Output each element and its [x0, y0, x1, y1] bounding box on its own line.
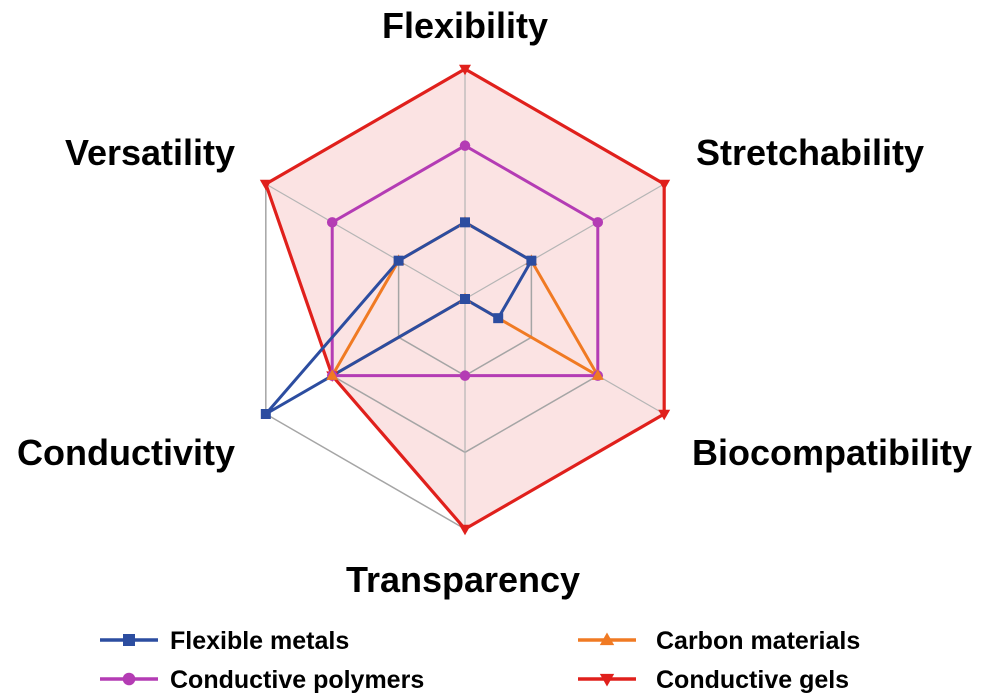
marker-flexible-metals-conductivity — [260, 409, 271, 419]
legend: Flexible metals Carbon materials Conduct… — [100, 627, 860, 694]
legend-label-carbon-materials: Carbon materials — [656, 627, 860, 655]
marker-conductive-gels-flexibility — [459, 64, 471, 76]
legend-marker-flexible-metals — [123, 634, 135, 646]
marker-conductive-gels-versatility — [259, 179, 272, 191]
axis-label-biocompatibility: Biocompatibility — [692, 432, 972, 473]
legend-item-flexible-metals: Flexible metals — [100, 627, 349, 655]
marker-conductive-polymers-stretchability — [592, 217, 604, 228]
axis-label-stretchability: Stretchability — [696, 132, 924, 173]
axis-label-transparency: Transparency — [346, 559, 580, 600]
legend-marker-conductive-gels — [599, 673, 615, 687]
axis-labels: Flexibility Stretchability Biocompatibil… — [17, 5, 972, 600]
marker-flexible-metals-stretchability — [526, 255, 537, 266]
legend-label-flexible-metals: Flexible metals — [170, 627, 349, 655]
legend-label-conductive-polymers: Conductive polymers — [170, 666, 424, 694]
axis-label-flexibility: Flexibility — [382, 5, 548, 46]
marker-conductive-polymers-versatility — [326, 217, 338, 228]
marker-flexible-metals-biocompatibility — [493, 313, 504, 324]
marker-carbon-materials-biocompatibility — [591, 369, 604, 380]
marker-carbon-materials-conductivity — [326, 369, 339, 380]
spoke-versatility — [265, 183, 466, 300]
legend-swatch-flexible-metals — [100, 634, 158, 646]
legend-item-carbon-materials: Carbon materials — [578, 627, 860, 655]
legend-item-conductive-gels: Conductive gels — [578, 666, 849, 694]
legend-label-conductive-gels: Conductive gels — [656, 666, 849, 694]
legend-marker-conductive-polymers — [122, 672, 136, 686]
spoke-stretchability — [464, 183, 665, 300]
legend-swatch-conductive-gels — [578, 673, 636, 687]
legend-marker-carbon-materials — [599, 632, 615, 646]
axis-label-conductivity: Conductivity — [17, 432, 235, 473]
marker-conductive-polymers-transparency — [459, 370, 471, 381]
series-markers — [259, 64, 671, 536]
legend-swatch-carbon-materials — [578, 632, 636, 646]
legend-swatch-conductive-polymers — [100, 672, 158, 686]
marker-conductive-gels-stretchability — [658, 179, 671, 191]
marker-flexible-metals-versatility — [393, 255, 404, 266]
marker-conductive-gels-biocompatibility — [658, 409, 671, 421]
axis-label-versatility: Versatility — [65, 132, 235, 173]
marker-flexible-metals-transparency — [460, 294, 470, 304]
marker-conductive-gels-transparency — [459, 524, 471, 536]
marker-flexible-metals-flexibility — [460, 217, 470, 228]
legend-item-conductive-polymers: Conductive polymers — [100, 666, 424, 694]
marker-conductive-polymers-flexibility — [459, 140, 471, 151]
